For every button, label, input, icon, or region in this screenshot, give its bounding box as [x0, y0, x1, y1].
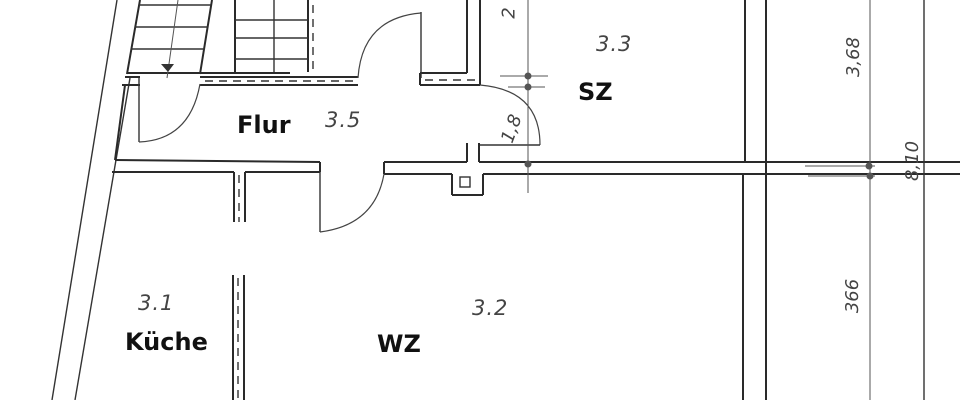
room-number-sz: 3.3 — [596, 32, 633, 56]
door-swing-flur-top — [357, 12, 422, 79]
dimension-text-wz-depth: 366 — [842, 278, 864, 314]
flur-left-wall — [114, 84, 126, 161]
stair-direction-arrow-icon — [161, 64, 174, 72]
room-label-sz: SZ — [578, 78, 613, 106]
room-number-wz: 3.2 — [472, 296, 509, 320]
dimension-line-left — [500, 0, 548, 193]
room-number-kueche: 3.1 — [138, 291, 175, 315]
flur-bottom-wall — [112, 143, 960, 196]
door-swing-flur-left — [138, 78, 201, 143]
room-label-flur: Flur — [237, 111, 291, 139]
exterior-wall-right — [742, 0, 767, 400]
chimney-shaft — [459, 176, 471, 188]
door-swing-wz — [319, 172, 385, 233]
dimension-text-total-depth: 8,10 — [902, 140, 924, 182]
dimension-text-top: 2 — [498, 7, 520, 19]
dimension-line-right — [805, 0, 925, 400]
partition-kueche-wz — [232, 172, 246, 400]
room-number-flur: 3.5 — [325, 108, 362, 132]
door-swing-sz — [478, 84, 541, 146]
dimension-text-sz-depth: 3,68 — [843, 36, 865, 78]
staircase-right — [234, 0, 314, 72]
room-label-kueche: Küche — [125, 328, 208, 356]
staircase-left — [126, 0, 290, 79]
room-label-wz: WZ — [377, 330, 421, 358]
exterior-wall-left — [51, 0, 131, 400]
